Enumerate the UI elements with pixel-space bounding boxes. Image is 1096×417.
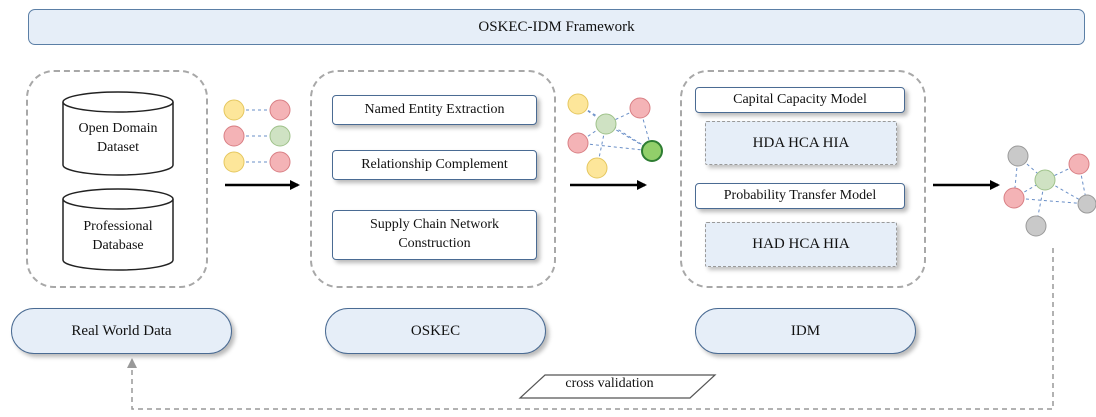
probability-transfer-model-box: Probability Transfer Model (695, 183, 905, 209)
open-domain-dataset-label: Open Domain Dataset (78, 121, 158, 155)
stage-real-world-data: Real World Data (11, 308, 232, 354)
cross-validation-loop (127, 248, 1054, 410)
cross-validation-parallelogram (518, 374, 717, 399)
data-sources-group (26, 70, 208, 288)
open-domain-database-icon (62, 91, 174, 176)
relationship-complement-box: Relationship Complement (332, 150, 537, 180)
output-network-graph-icon (1003, 145, 1096, 237)
framework-title: OSKEC-IDM Framework (28, 9, 1085, 45)
probability-metrics-box: HAD HCA HIA (705, 222, 897, 267)
named-entity-extraction-box: Named Entity Extraction (332, 95, 537, 125)
professional-database-icon (62, 188, 174, 271)
oskec-group (310, 70, 556, 288)
stage-oskec: OSKEC (325, 308, 546, 354)
capital-capacity-model-box: Capital Capacity Model (695, 87, 905, 113)
entity-pairs-graph-icon (223, 99, 291, 173)
professional-database-label: Professional Database (83, 219, 153, 253)
cross-validation-label: cross validation (565, 376, 654, 391)
supply-network-graph-icon (567, 93, 663, 179)
capital-metrics-box: HDA HCA HIA (705, 121, 897, 165)
idm-group (680, 70, 926, 288)
stage-idm: IDM (695, 308, 916, 354)
supply-chain-construction-box: Supply Chain Network Construction (332, 210, 537, 260)
